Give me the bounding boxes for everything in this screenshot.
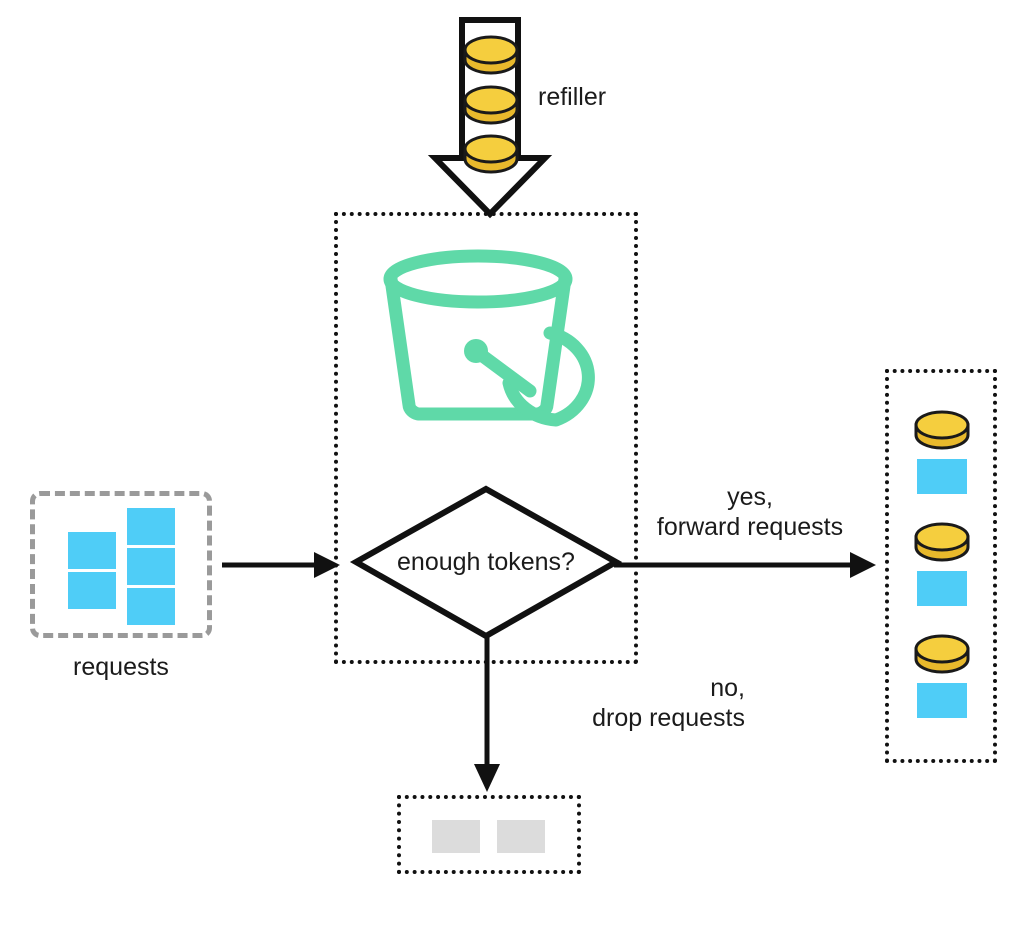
forwarded-token-2	[913, 522, 971, 563]
decision-label: enough tokens?	[397, 548, 575, 576]
yes-branch-line1: yes,	[727, 483, 773, 511]
bucket-icon	[378, 248, 628, 448]
refiller-token-2	[462, 85, 520, 126]
refiller-token-1	[462, 35, 520, 76]
arrow-requests-to-bucket	[222, 548, 342, 582]
no-branch-line1: no,	[710, 674, 745, 702]
requests-label: requests	[73, 653, 169, 681]
forwarded-requests-box	[885, 369, 997, 763]
requests-box	[30, 491, 212, 638]
arrow-yes-forward	[614, 548, 878, 582]
yes-branch-label: yes,forward requests	[620, 482, 880, 542]
request-rect-r1	[127, 508, 175, 545]
forwarded-token-3	[913, 634, 971, 675]
forwarded-request-1	[917, 459, 967, 494]
forwarded-token-1	[913, 410, 971, 451]
refiller-token-3	[462, 134, 520, 175]
yes-branch-line2: forward requests	[656, 513, 844, 541]
bucket-handle-knob	[464, 339, 488, 363]
request-rect-r2	[127, 548, 175, 585]
dropped-request-2	[497, 820, 545, 853]
dropped-requests-box	[397, 795, 581, 874]
forwarded-request-3	[917, 683, 967, 718]
request-rect-l2	[68, 572, 116, 609]
dropped-request-1	[432, 820, 480, 853]
request-rect-r3	[127, 588, 175, 625]
arrow-no-drop	[470, 634, 504, 794]
refiller-label: refiller	[538, 83, 607, 111]
forwarded-request-2	[917, 571, 967, 606]
request-rect-l1	[68, 532, 116, 569]
no-branch-label: no,drop requests	[400, 673, 745, 733]
no-branch-line2: drop requests	[592, 704, 745, 732]
